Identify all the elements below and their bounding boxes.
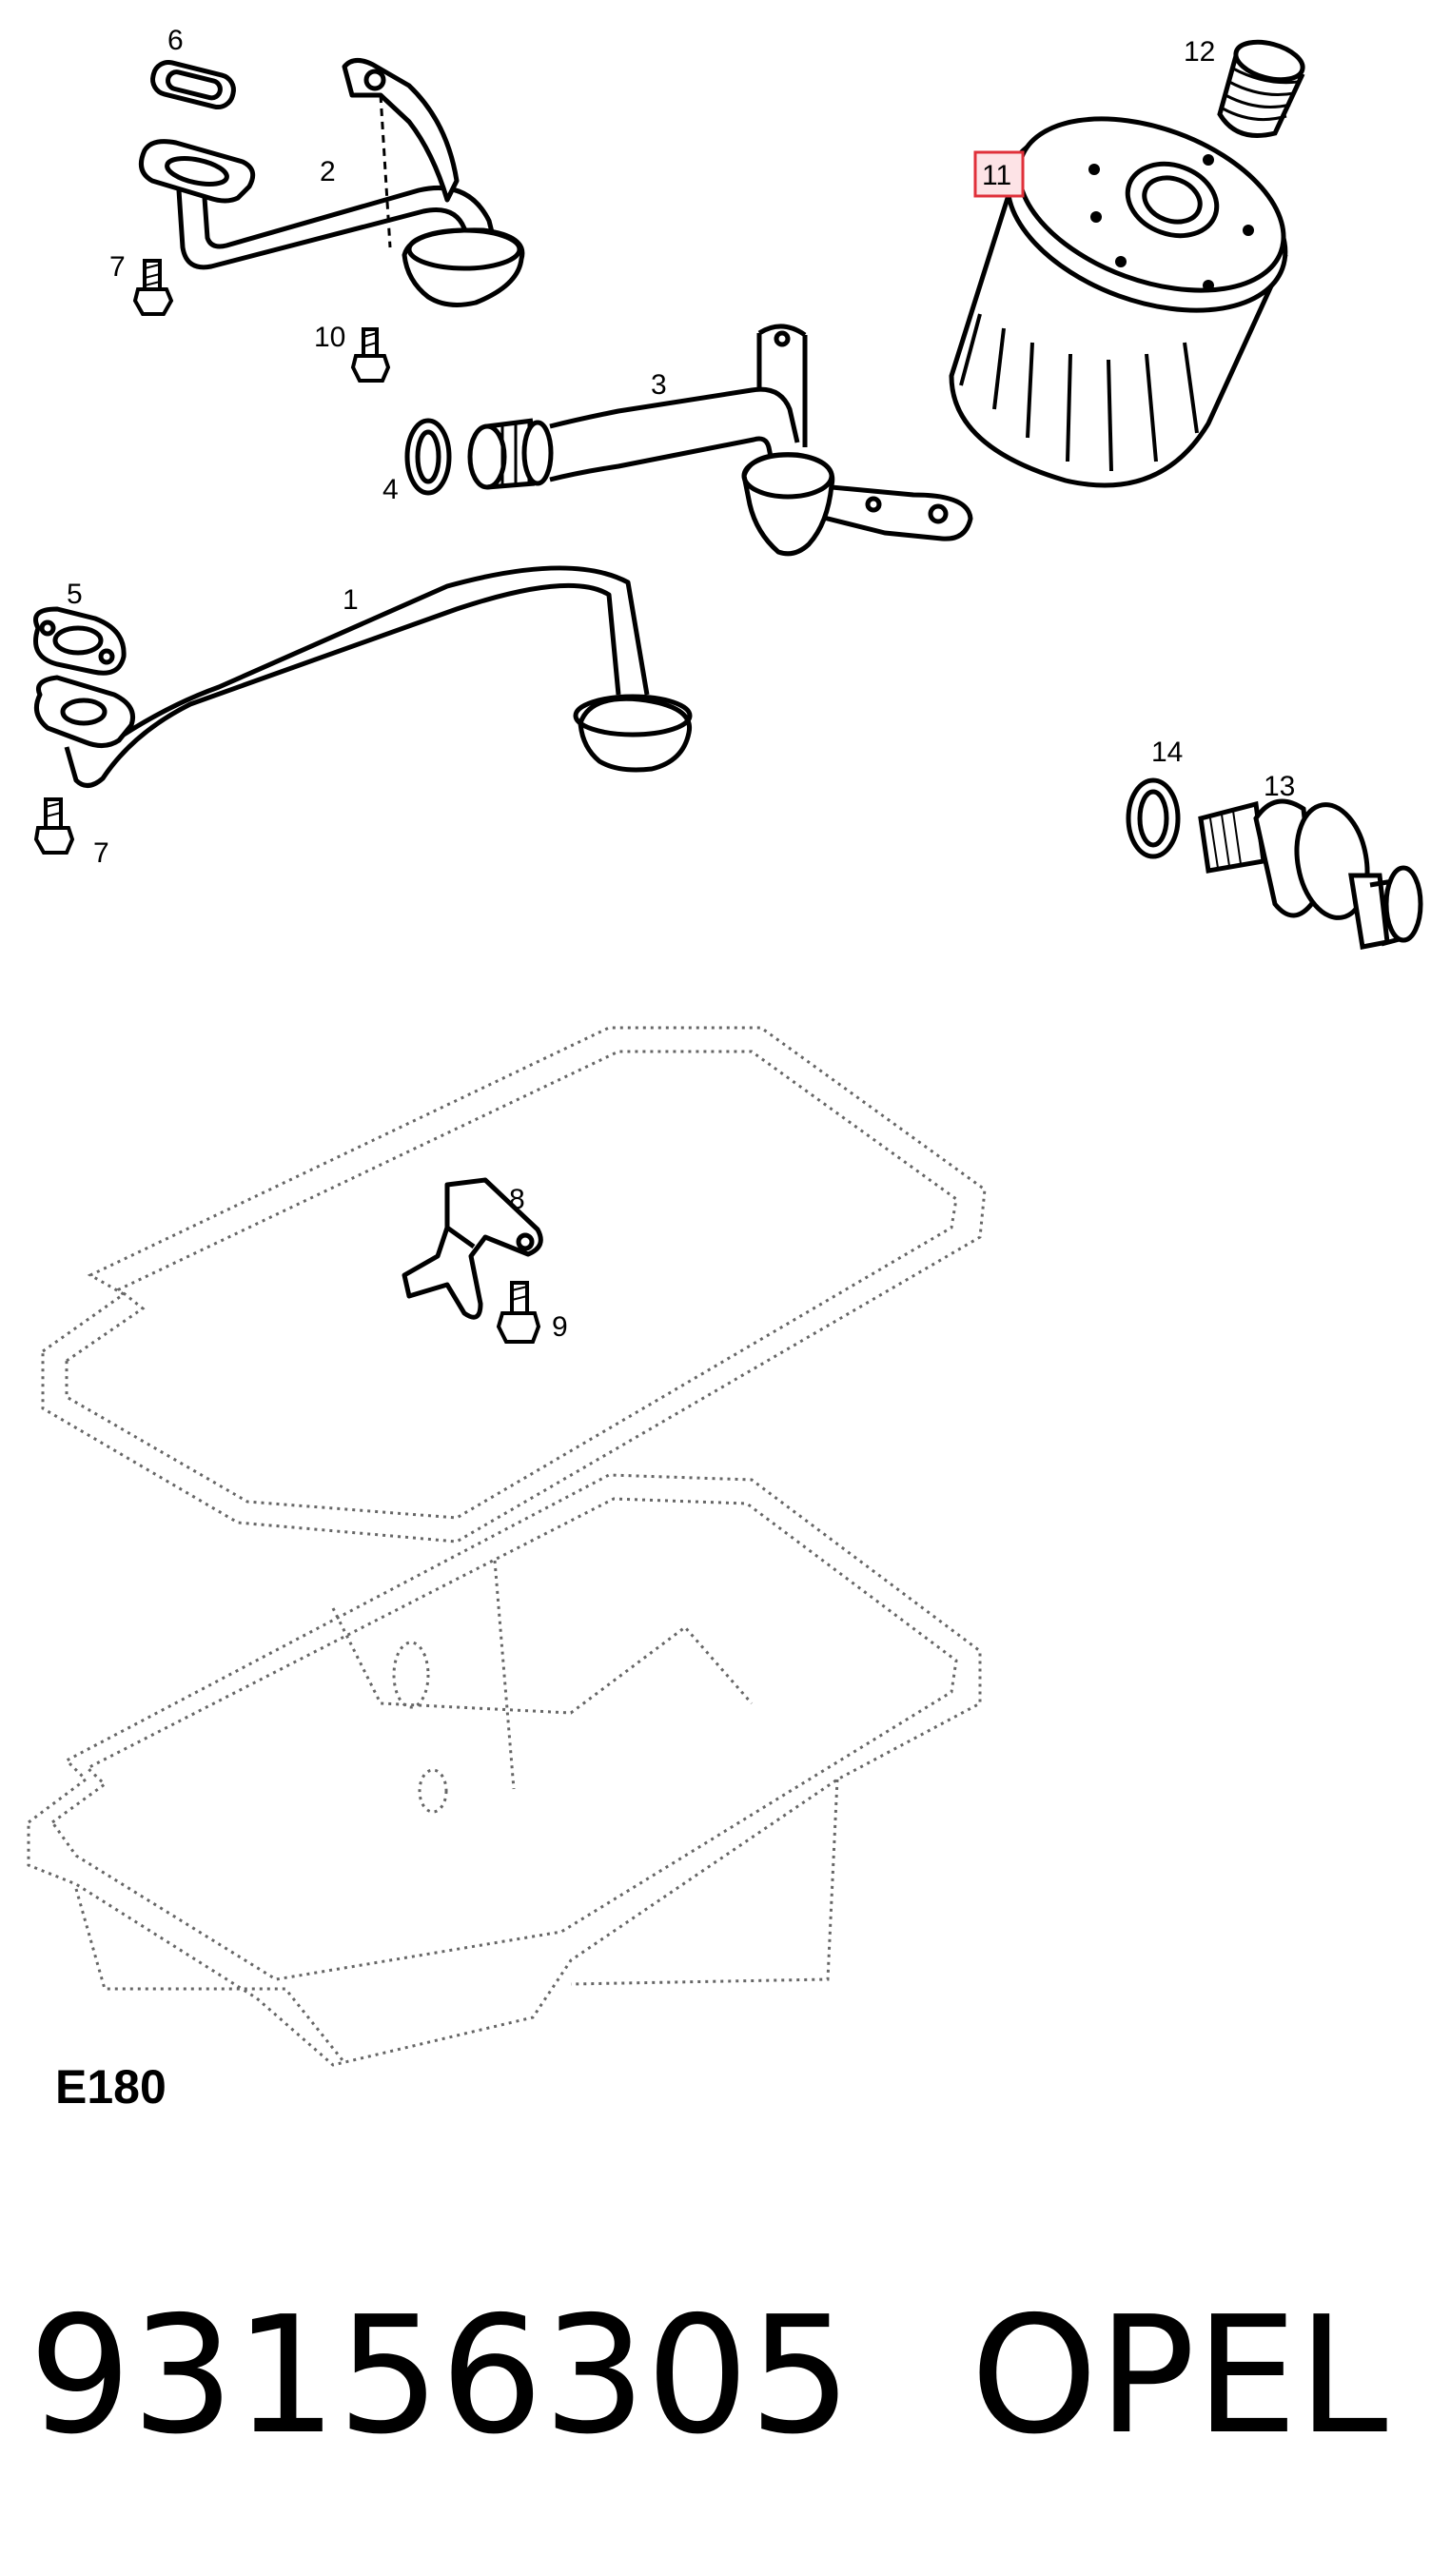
part-12-threaded-connector[interactable] [1217, 35, 1306, 138]
diagram-code: E180 [55, 2060, 167, 2114]
callout-11-highlight[interactable]: 11 [973, 150, 1025, 198]
part-6-gasket[interactable] [149, 59, 237, 110]
callout-11: 11 [982, 160, 1011, 191]
part-3-oil-pipe[interactable] [467, 324, 973, 557]
callout-14: 14 [1151, 737, 1183, 768]
callout-12: 12 [1184, 36, 1215, 68]
part-7-bolt-lower[interactable] [33, 797, 75, 855]
part-2-oil-suction-pipe[interactable] [138, 58, 525, 307]
brand-name: OPEL [970, 2282, 1387, 2470]
callout-13: 13 [1264, 771, 1295, 802]
callout-3: 3 [651, 369, 667, 401]
callout-7-upper: 7 [109, 251, 126, 283]
part-11-oil-filter[interactable] [949, 86, 1310, 488]
callout-6: 6 [167, 25, 184, 56]
part-5-gasket[interactable] [33, 606, 127, 676]
callout-10: 10 [314, 322, 345, 353]
oil-pan[interactable] [27, 1473, 982, 2067]
oil-pan-gasket[interactable] [41, 1026, 987, 1544]
part-1-oil-suction-pipe[interactable] [33, 565, 693, 788]
part-8-bracket[interactable] [402, 1177, 543, 1320]
part-7-bolt-upper[interactable] [132, 259, 174, 316]
part-number: 93156305 [29, 2282, 852, 2470]
part-13-oil-pressure-switch[interactable] [1198, 798, 1423, 950]
callout-9: 9 [552, 1311, 568, 1343]
part-4-o-ring[interactable] [404, 418, 452, 496]
callout-4: 4 [382, 474, 399, 505]
part-10-bolt[interactable] [350, 327, 391, 383]
callout-1: 1 [343, 584, 359, 616]
part-14-sealing-ring[interactable] [1126, 777, 1181, 859]
callout-8: 8 [509, 1184, 525, 1215]
callout-2: 2 [320, 156, 336, 187]
part-9-bolt[interactable] [496, 1281, 541, 1344]
callout-7-lower: 7 [93, 837, 109, 869]
callout-5: 5 [67, 579, 83, 610]
